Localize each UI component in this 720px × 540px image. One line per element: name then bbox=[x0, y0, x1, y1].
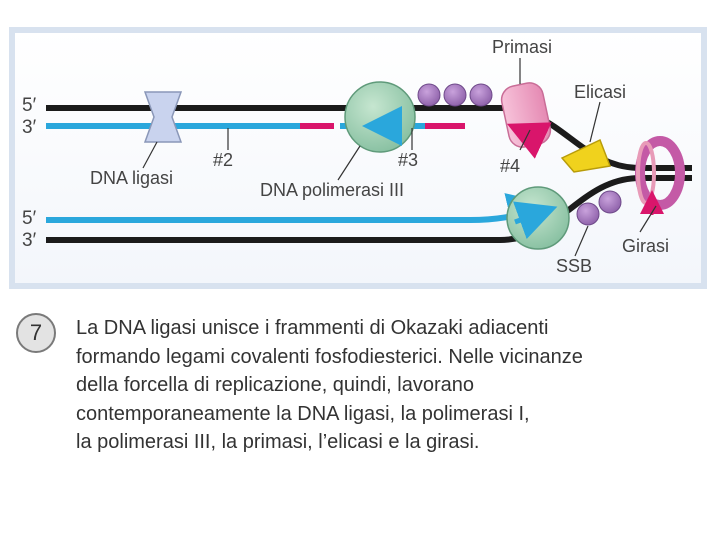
label-ssb: SSB bbox=[556, 256, 592, 276]
leading-polymerase-arrow bbox=[512, 201, 558, 240]
leader-line-ssb bbox=[574, 225, 589, 257]
ssb-protein bbox=[598, 190, 622, 214]
leader-line-fragment-4 bbox=[519, 129, 531, 151]
label-elicasi: Elicasi bbox=[574, 82, 626, 102]
ssb-protein bbox=[469, 83, 493, 107]
label-3-prime-top: 3′ bbox=[22, 117, 37, 138]
ssb-protein bbox=[417, 83, 441, 107]
ssb-protein bbox=[443, 83, 467, 107]
label-5-prime-bottom: 5′ bbox=[22, 208, 37, 229]
leader-line-polimerasi bbox=[337, 145, 361, 181]
step-number-badge: 7 bbox=[16, 313, 56, 353]
label-fragment-3: #3 bbox=[398, 150, 418, 170]
caption-line: contemporaneamente la DNA ligasi, la pol… bbox=[76, 402, 530, 425]
label-dna-ligasi: DNA ligasi bbox=[90, 168, 173, 188]
label-primasi: Primasi bbox=[492, 37, 552, 57]
caption-line: formando legami covalenti fosfodiesteric… bbox=[76, 345, 583, 368]
label-5-prime-top: 5′ bbox=[22, 95, 37, 116]
label-dna-polimerasi-iii: DNA polimerasi III bbox=[260, 180, 404, 200]
dna-polymerase-iii-leading bbox=[506, 186, 570, 250]
dna-polymerase-iii-lagging bbox=[344, 81, 416, 153]
label-3-prime-bottom: 3′ bbox=[22, 230, 37, 251]
caption-line: la polimerasi III, la primasi, l’elicasi… bbox=[76, 431, 480, 453]
label-fragment-2: #2 bbox=[213, 150, 233, 170]
primer-synthesis-arrow bbox=[506, 122, 552, 159]
leader-line-girasi bbox=[639, 205, 657, 233]
helicase bbox=[560, 138, 612, 173]
caption-text: La DNA ligasi unisce i frammenti di Okaz… bbox=[76, 314, 706, 457]
ssb-protein bbox=[576, 202, 600, 226]
replication-fork-diagram: 5′ 3′ 5′ 3′ Primasi Elicasi DNA ligasi #… bbox=[9, 27, 707, 289]
label-fragment-4: #4 bbox=[500, 156, 520, 176]
caption-line: della forcella di replicazione, quindi, … bbox=[76, 374, 475, 396]
dna-ligase bbox=[143, 91, 183, 143]
label-girasi: Girasi bbox=[622, 236, 669, 256]
caption-line: La DNA ligasi unisce i frammenti di Okaz… bbox=[76, 317, 549, 339]
leader-line-elicasi bbox=[589, 101, 601, 143]
leader-line-ligasi bbox=[142, 141, 158, 169]
